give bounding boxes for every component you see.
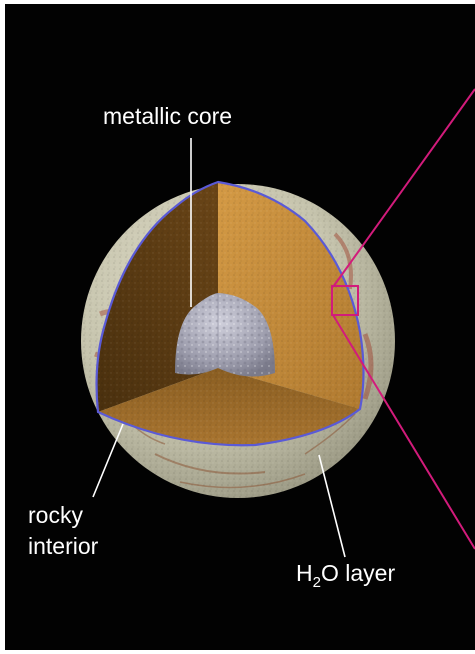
h2o-subscript: 2 [313, 574, 321, 591]
rocky-label-line1: rocky [28, 502, 83, 528]
h2o-layer-label: H2O layer [296, 560, 395, 591]
europa-interior-diagram: metallic core rocky interior H2O layer [5, 4, 475, 650]
metallic-core-label: metallic core [103, 103, 232, 129]
h2o-leader-line [319, 455, 345, 557]
diagram-panel: metallic core rocky interior H2O layer [5, 4, 475, 650]
rocky-leader-line [93, 424, 123, 497]
callout-line-upper [333, 89, 475, 287]
h2o-h: H [296, 560, 313, 586]
rocky-label-line2: interior [28, 533, 99, 559]
h2o-rest: O layer [321, 560, 395, 586]
